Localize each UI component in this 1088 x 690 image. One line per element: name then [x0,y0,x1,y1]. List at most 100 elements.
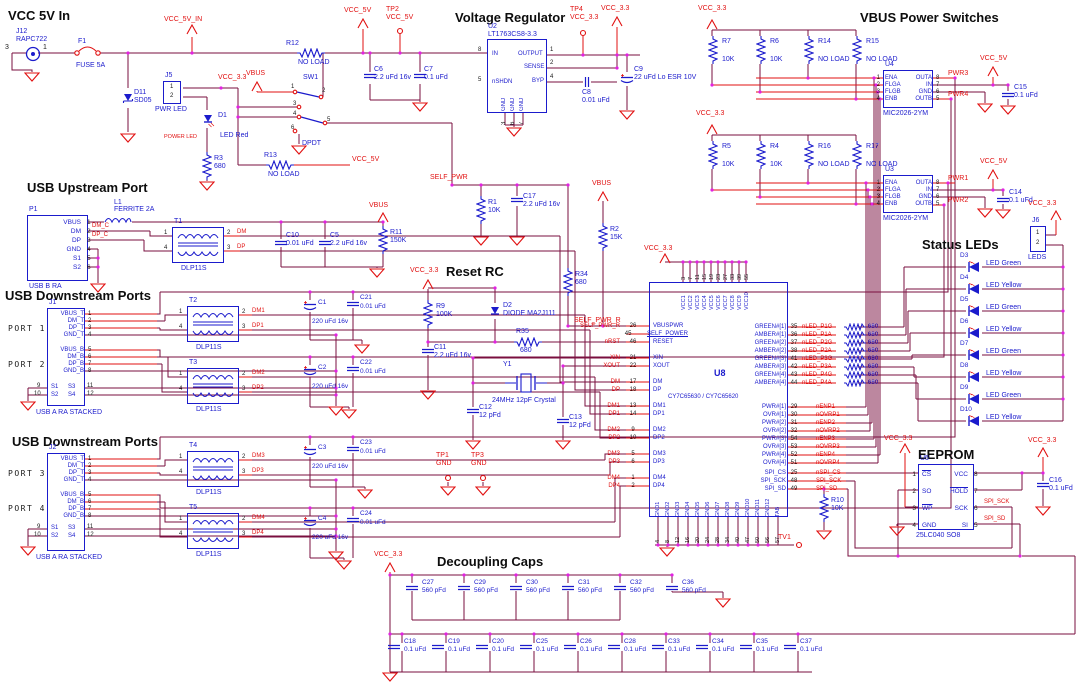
power-arrow-icon [987,169,999,180]
c4-ref: C4 [318,515,326,522]
port1-label: PORT 1 [8,324,46,333]
u2-gnd-name: GND [501,97,507,111]
net-label: SELF_PWR_R [579,323,620,329]
pin-num: 34 [725,536,731,543]
t4-pin: 2 [242,454,246,460]
j1-s-name: S4 [68,392,76,398]
resistor-ref: R16 [818,143,831,150]
t2-pin: 1 [179,309,183,315]
r11-value: 150K [390,237,407,244]
ground-icon [475,486,491,496]
pin-name: DP_B [68,360,84,367]
pin-num: 1 [87,219,91,226]
resistor-value: 10K [770,161,783,168]
t5-transformer-body [187,513,239,549]
c11-ref: C11 [434,344,447,351]
pin-name: AMBER#[3] [754,364,786,370]
u2-pin-num: 1 [550,47,554,53]
ground-icon [473,236,489,246]
capacitor-icon [345,365,361,373]
t1-ref: T1 [174,218,183,225]
resistor-value: 10K [722,56,735,63]
net-label: nENP3 [816,436,836,442]
resistor-value: 680 [868,356,879,362]
j6-label: LEDS [1028,254,1047,261]
c21-value: 0.01 uFd [360,303,386,310]
r1-ref: R1 [488,199,497,206]
cap-value: 0.01 uFd [360,519,386,526]
r1-value: 10K [488,207,501,214]
pin-name: DP [653,387,662,393]
pin-name: XIN [653,355,664,361]
pin-name: GND10 [745,498,751,517]
pin-name: VCC4 [701,295,708,310]
pin-num: 42 [790,364,798,370]
capacitor-icon [362,72,378,80]
t5-pin: 2 [242,516,246,522]
pin-num: 24 [705,536,711,543]
ground-icon [199,181,215,191]
c10-ref: C10 [286,232,299,239]
y1-ref: Y1 [503,361,512,368]
ground-icon [354,344,370,354]
j5-pin2: 2 [170,93,174,99]
t1-transformer-body [172,227,224,263]
pin-num: 5 [88,491,92,498]
cap-ref: C23 [360,439,372,446]
port2-label: PORT 2 [8,360,46,369]
pin-name: DM_B [67,498,84,505]
ground-icon [291,145,307,155]
resistor-icon [756,141,766,169]
j12-pin1: 1 [43,44,47,51]
r12-value: NO LOAD [298,59,330,66]
net-label-dp1: DP1 [252,323,264,329]
cap-value: 0.01 uFd [360,368,386,375]
testpoint-tp4-ref: TP4 [570,6,583,13]
c16-ref: C16 [1049,477,1062,484]
pin-name: GND7 [715,501,721,517]
pin-name: VCC10 [743,292,750,310]
net-label-dm3: DM3 [252,453,265,459]
c23-ref: C23 [360,439,372,446]
pin-num: 48 [790,478,798,484]
pin-name: SPI_SD [764,486,786,492]
net-label: DP1 [608,411,620,417]
net-label: nSPI_CS [816,470,841,476]
capacitor-icon [317,239,333,247]
barrel-jack-icon [25,46,41,62]
pin-name: S1 [73,255,81,262]
pin-name: GND6 [705,501,711,517]
pin-name: DM [653,379,663,385]
pin-name: OVR#[4] [762,460,786,466]
c3-value: 220 uFd 16v [312,463,348,470]
net-label: nOVRP1 [816,412,840,418]
t3-pin: 4 [179,386,183,392]
pin-name: OVR#[1] [762,412,786,418]
pin-name: DP4 [653,483,665,489]
pin-name: DP_T [68,324,84,331]
j1-part: USB A RA STACKED [36,409,103,416]
pin-num: 1 [876,179,880,186]
cap-value: 0.1 uFd [404,646,427,653]
cap-ref: C34 [712,638,724,645]
pin-name: VCC1 [680,295,687,310]
j2-s-num: 12 [87,532,94,538]
net-label-dp3: DP3 [252,468,264,474]
resistor-icon [819,494,829,522]
p1-connector-body [27,215,88,281]
pin-name: OUTA [915,74,932,81]
d2-value: DIODE MA2J111 [503,310,556,317]
power-arrow-icon [422,279,434,290]
